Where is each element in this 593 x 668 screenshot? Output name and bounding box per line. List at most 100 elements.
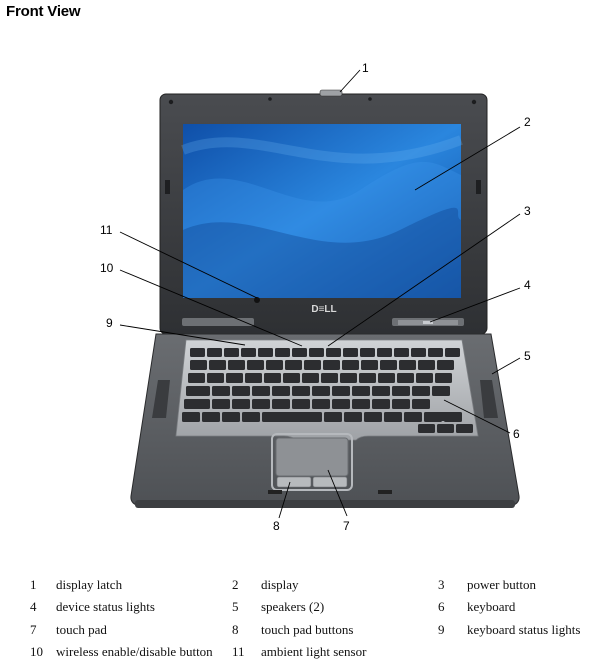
keyboard-key bbox=[332, 399, 350, 409]
keyboard-key bbox=[364, 412, 382, 422]
keyboard-key bbox=[416, 373, 433, 383]
keyboard-key bbox=[212, 399, 230, 409]
legend-num: 9 bbox=[438, 622, 445, 637]
keyboard-key bbox=[242, 412, 260, 422]
keyboard-key bbox=[378, 373, 395, 383]
legend-label: speakers (2) bbox=[261, 599, 325, 614]
display-lid: D≡LL bbox=[159, 89, 488, 335]
callout-10: 10 bbox=[100, 261, 114, 275]
keyboard-key bbox=[418, 360, 435, 370]
keyboard-key bbox=[207, 373, 224, 383]
keyboard-key bbox=[275, 348, 290, 357]
keyboard-key bbox=[412, 386, 430, 396]
legend-num: 5 bbox=[232, 599, 239, 614]
legend-label: power button bbox=[467, 577, 536, 592]
keyboard-key bbox=[283, 373, 300, 383]
legend-label: touch pad buttons bbox=[261, 622, 354, 637]
legend-num: 3 bbox=[438, 577, 445, 592]
laptop-base bbox=[130, 333, 520, 508]
keyboard-key bbox=[285, 360, 302, 370]
keyboard-key bbox=[332, 386, 350, 396]
arrow-key bbox=[437, 412, 454, 421]
keyboard-key bbox=[212, 386, 230, 396]
keyboard-key bbox=[324, 412, 342, 422]
keyboard-key bbox=[392, 386, 410, 396]
keyboard-key bbox=[340, 373, 357, 383]
ambient-light-sensor bbox=[254, 297, 260, 303]
keyboard-key bbox=[292, 399, 310, 409]
arrow-key bbox=[418, 424, 435, 433]
keyboard-key bbox=[207, 348, 222, 357]
keyboard-key bbox=[392, 399, 410, 409]
callout-9: 9 bbox=[106, 316, 113, 330]
keyboard-key bbox=[188, 373, 205, 383]
callout-lines bbox=[119, 69, 521, 519]
callout-4: 4 bbox=[524, 278, 531, 292]
keyboard-key bbox=[372, 399, 390, 409]
callout-7: 7 bbox=[343, 519, 350, 533]
speaker-right bbox=[480, 380, 498, 418]
arrow-key bbox=[456, 424, 473, 433]
keyboard-key bbox=[252, 399, 270, 409]
legend-num: 7 bbox=[30, 622, 37, 637]
keyboard-key bbox=[262, 412, 322, 422]
legend-num: 10 bbox=[30, 644, 43, 659]
page-title: Front View bbox=[6, 3, 81, 20]
keyboard-key bbox=[323, 360, 340, 370]
keyboard-key bbox=[411, 348, 426, 357]
keyboard-key bbox=[372, 386, 390, 396]
keyboard-key bbox=[404, 412, 422, 422]
keyboard-key bbox=[272, 386, 290, 396]
keyboard-key bbox=[232, 399, 250, 409]
keyboard-key bbox=[437, 360, 454, 370]
legend-num: 2 bbox=[232, 577, 239, 592]
keyboard-key bbox=[342, 360, 359, 370]
keyboard-key bbox=[190, 348, 205, 357]
keyboard-key bbox=[245, 373, 262, 383]
callout-11: 11 bbox=[100, 223, 113, 237]
keyboard-key bbox=[222, 412, 240, 422]
keyboard-key bbox=[252, 386, 270, 396]
keyboard-key bbox=[377, 348, 392, 357]
keyboard-key bbox=[272, 399, 290, 409]
laptop-front-view-figure: D≡LL bbox=[100, 61, 531, 533]
legend-label: device status lights bbox=[56, 599, 155, 614]
legend-label: keyboard status lights bbox=[467, 622, 581, 637]
legend-num: 11 bbox=[232, 644, 245, 659]
keyboard-key bbox=[428, 348, 443, 357]
touch-pad-buttons bbox=[276, 476, 348, 488]
callout-8: 8 bbox=[273, 519, 280, 533]
legend-num: 1 bbox=[30, 577, 37, 592]
keyboard-key bbox=[352, 386, 370, 396]
callout-1: 1 bbox=[362, 61, 369, 75]
legend-label: display bbox=[261, 577, 299, 592]
keyboard-key bbox=[224, 348, 239, 357]
keyboard-key bbox=[226, 373, 243, 383]
keyboard-key bbox=[302, 373, 319, 383]
keyboard-key bbox=[266, 360, 283, 370]
keyboard-key bbox=[399, 360, 416, 370]
display-screen bbox=[183, 124, 461, 298]
keyboard-key bbox=[326, 348, 341, 357]
keyboard-key bbox=[394, 348, 409, 357]
keyboard-key bbox=[232, 386, 250, 396]
keyboard-key bbox=[321, 373, 338, 383]
legend-num: 8 bbox=[232, 622, 239, 637]
legend-label: keyboard bbox=[467, 599, 516, 614]
arrow-key bbox=[437, 424, 454, 433]
legend-label: touch pad bbox=[56, 622, 107, 637]
legend-label: wireless enable/disable button bbox=[56, 644, 213, 659]
keyboard-key bbox=[292, 386, 310, 396]
keyboard-key bbox=[312, 399, 330, 409]
keyboard-key bbox=[184, 399, 210, 409]
keyboard-key bbox=[292, 348, 307, 357]
keyboard-key bbox=[228, 360, 245, 370]
keyboard-key bbox=[309, 348, 324, 357]
display-latch bbox=[319, 89, 343, 97]
keyboard bbox=[182, 348, 473, 433]
keyboard-key bbox=[258, 348, 273, 357]
legend-num: 6 bbox=[438, 599, 445, 614]
speaker-left bbox=[152, 380, 170, 418]
callout-2: 2 bbox=[524, 115, 531, 129]
keyboard-key bbox=[190, 360, 207, 370]
